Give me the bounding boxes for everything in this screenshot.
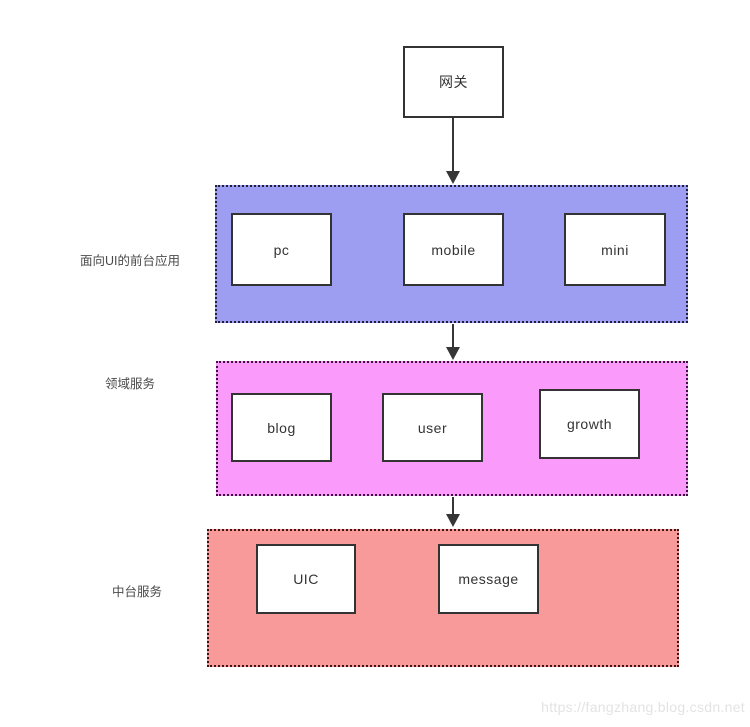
arrow-frontend-to-domain-line	[452, 324, 454, 348]
service-box-label: mobile	[431, 241, 476, 258]
gateway-label: 网关	[439, 74, 468, 90]
band-side-label-middle: 中台服务	[111, 585, 162, 599]
service-box-label: user	[417, 419, 448, 436]
service-box-growth: growth	[539, 389, 640, 459]
service-box-mini: mini	[564, 213, 666, 286]
band-side-label-frontend: 面向UI的前台应用	[79, 254, 180, 268]
service-box-label: pc	[273, 241, 290, 258]
service-box-label: growth	[566, 416, 613, 432]
service-box-uic: UIC	[256, 544, 356, 614]
service-box-message: message	[438, 544, 539, 614]
gateway-node: 网关	[403, 46, 504, 118]
service-box-pc: pc	[231, 213, 332, 286]
arrow-frontend-to-domain-head-icon	[446, 347, 460, 360]
watermark-url: https://fangzhang.blog.csdn.net	[541, 699, 745, 715]
service-box-label: UIC	[293, 571, 319, 587]
service-box-label: message	[458, 571, 519, 587]
arrow-domain-to-middle-head-icon	[446, 514, 460, 527]
band-domain-services: blog user growth	[216, 361, 688, 496]
service-box-user: user	[382, 393, 483, 462]
band-middle-platform-services: UIC message	[207, 529, 679, 667]
arrow-gateway-to-frontend-line	[452, 118, 454, 172]
arrow-domain-to-middle-line	[452, 497, 454, 515]
band-frontend-apps: pc mobile mini	[215, 185, 688, 323]
service-box-blog: blog	[231, 393, 332, 462]
service-box-label: blog	[267, 419, 296, 436]
arrow-gateway-to-frontend-head-icon	[446, 171, 460, 184]
band-side-label-domain: 领域服务	[104, 377, 155, 391]
service-box-mobile: mobile	[403, 213, 504, 286]
service-box-label: mini	[601, 241, 629, 258]
